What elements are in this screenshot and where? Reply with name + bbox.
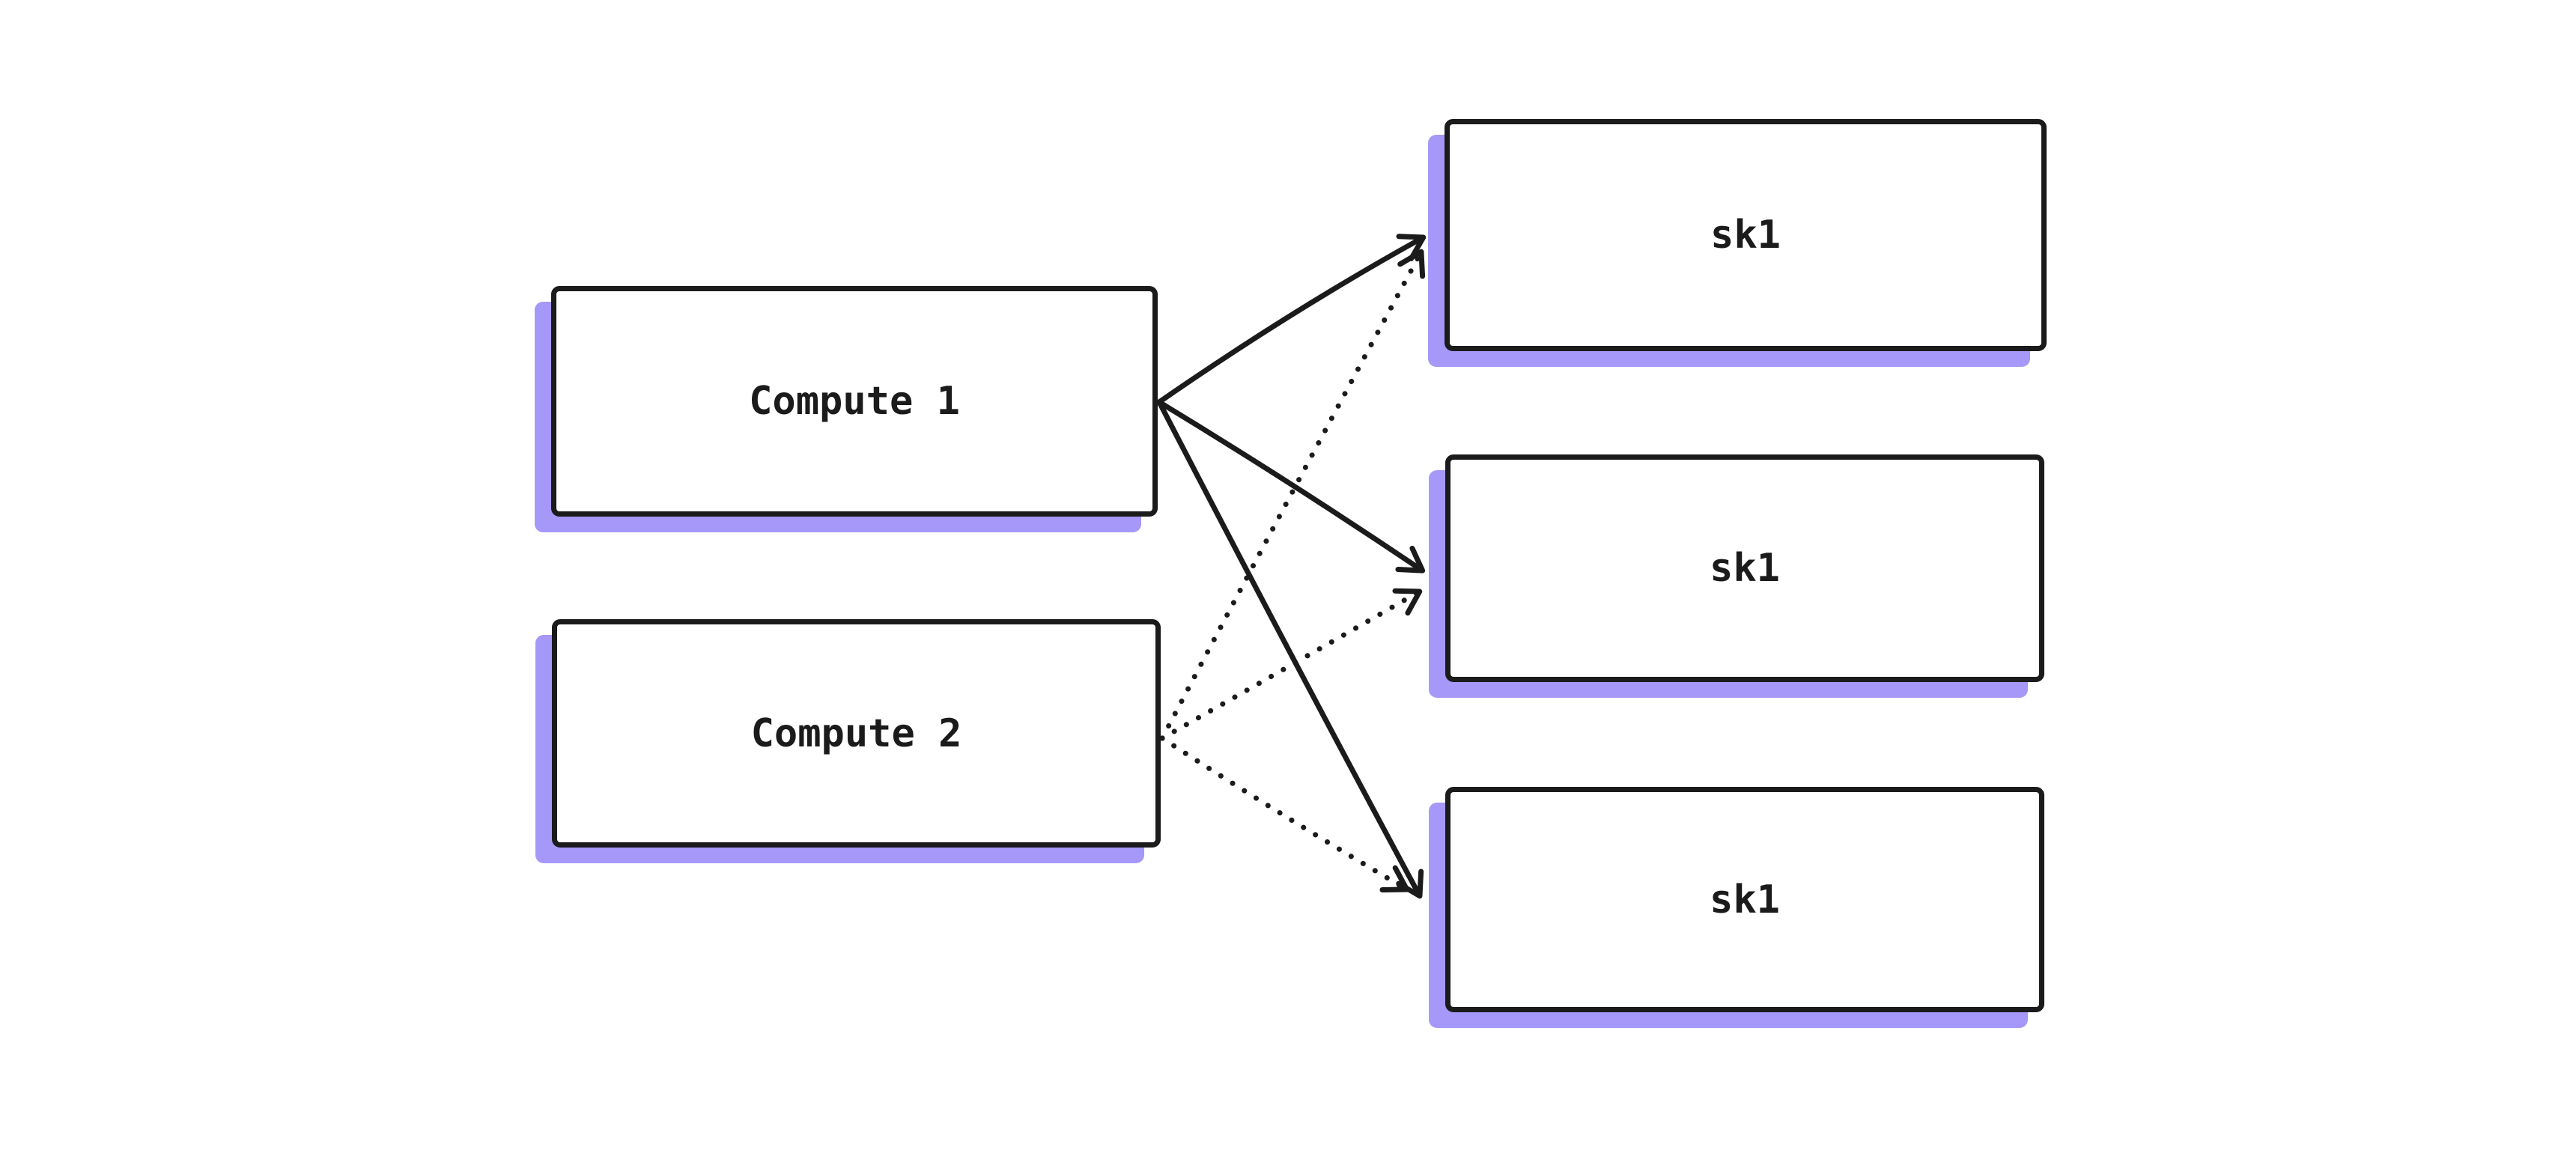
arrow-compute2-to-sk1-bottom[interactable] — [1159, 735, 1410, 892]
arrow-compute1-to-sk1-middle[interactable] — [1156, 399, 1426, 574]
node-compute-1-label: Compute 1 — [749, 379, 960, 424]
node-sk1-top[interactable]: sk1 — [1445, 119, 2047, 351]
node-sk1-bottom-label: sk1 — [1710, 877, 1780, 922]
arrow-compute1-to-sk1-bottom[interactable] — [1156, 399, 1424, 899]
node-sk1-middle[interactable]: sk1 — [1445, 454, 2044, 682]
node-compute-2[interactable]: Compute 2 — [552, 619, 1161, 848]
node-compute-1[interactable]: Compute 1 — [551, 286, 1158, 517]
arrow-compute1-to-sk1-top[interactable] — [1156, 234, 1427, 405]
node-sk1-middle-label: sk1 — [1710, 546, 1780, 591]
node-sk1-bottom[interactable]: sk1 — [1445, 787, 2044, 1012]
arrow-compute2-to-sk1-top[interactable] — [1159, 249, 1426, 741]
node-compute-2-label: Compute 2 — [750, 711, 962, 756]
arrow-compute2-to-sk1-middle[interactable] — [1159, 588, 1423, 741]
node-sk1-top-label: sk1 — [1710, 213, 1781, 258]
